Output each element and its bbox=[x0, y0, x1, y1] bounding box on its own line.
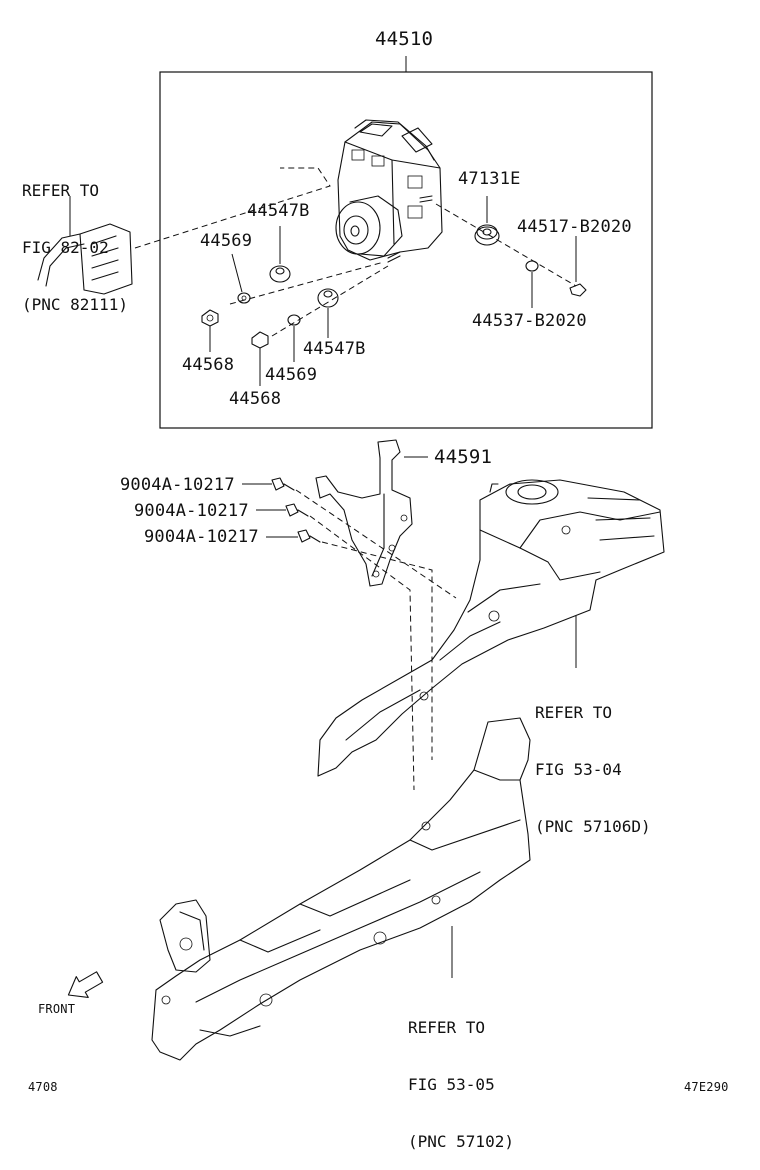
ref-bottom: REFER TO FIG 53-05 (PNC 57102) bbox=[408, 980, 514, 1170]
ref-mid-right-line2: FIG 53-04 bbox=[535, 760, 622, 779]
label-bolt-1: 9004A-10217 bbox=[120, 475, 235, 495]
label-47131e: 47131E bbox=[458, 169, 521, 189]
label-44569-top: 44569 bbox=[200, 231, 253, 251]
footer-left-code: 4708 bbox=[28, 1080, 58, 1094]
footer-right-code: 47E290 bbox=[684, 1080, 729, 1094]
label-44569-bottom: 44569 bbox=[265, 365, 318, 385]
parts-diagram bbox=[37, 56, 665, 1061]
ref-mid-right-line3: (PNC 57106D) bbox=[535, 817, 651, 836]
label-44537: 44537-B2020 bbox=[472, 311, 587, 331]
ref-top-left-line1: REFER TO bbox=[22, 181, 100, 200]
ref-bottom-line3: (PNC 57102) bbox=[408, 1132, 514, 1151]
ref-top-left: REFER TO FIG 82-02 (PNC 82111) bbox=[22, 143, 128, 333]
label-44591: 44591 bbox=[434, 446, 493, 468]
front-label: FRONT bbox=[38, 1002, 76, 1016]
ref-top-left-line3: (PNC 82111) bbox=[22, 295, 128, 314]
front-arrow-icon bbox=[67, 971, 104, 998]
label-44568-bottom: 44568 bbox=[229, 389, 282, 409]
label-44517: 44517-B2020 bbox=[517, 217, 632, 237]
bolts-9004a bbox=[242, 477, 321, 543]
ref-bottom-line1: REFER TO bbox=[408, 1018, 486, 1037]
ref-bottom-line2: FIG 53-05 bbox=[408, 1075, 495, 1094]
label-44547b-bottom: 44547B bbox=[303, 339, 366, 359]
label-bolt-2: 9004A-10217 bbox=[134, 501, 249, 521]
apron-member bbox=[317, 479, 665, 777]
ref-mid-right: REFER TO FIG 53-04 (PNC 57106D) bbox=[535, 665, 651, 855]
ref-top-left-line2: FIG 82-02 bbox=[22, 238, 109, 257]
bracket-44591 bbox=[315, 439, 428, 587]
harness-connector bbox=[37, 196, 133, 295]
label-44547b-top: 44547B bbox=[247, 201, 310, 221]
label-bolt-3: 9004A-10217 bbox=[144, 527, 259, 547]
fasteners bbox=[201, 196, 587, 386]
frame-member bbox=[151, 717, 531, 1061]
assembly-number: 44510 bbox=[375, 28, 434, 50]
abs-actuator bbox=[335, 119, 443, 263]
label-44568-left: 44568 bbox=[182, 355, 235, 375]
ref-mid-right-line1: REFER TO bbox=[535, 703, 613, 722]
